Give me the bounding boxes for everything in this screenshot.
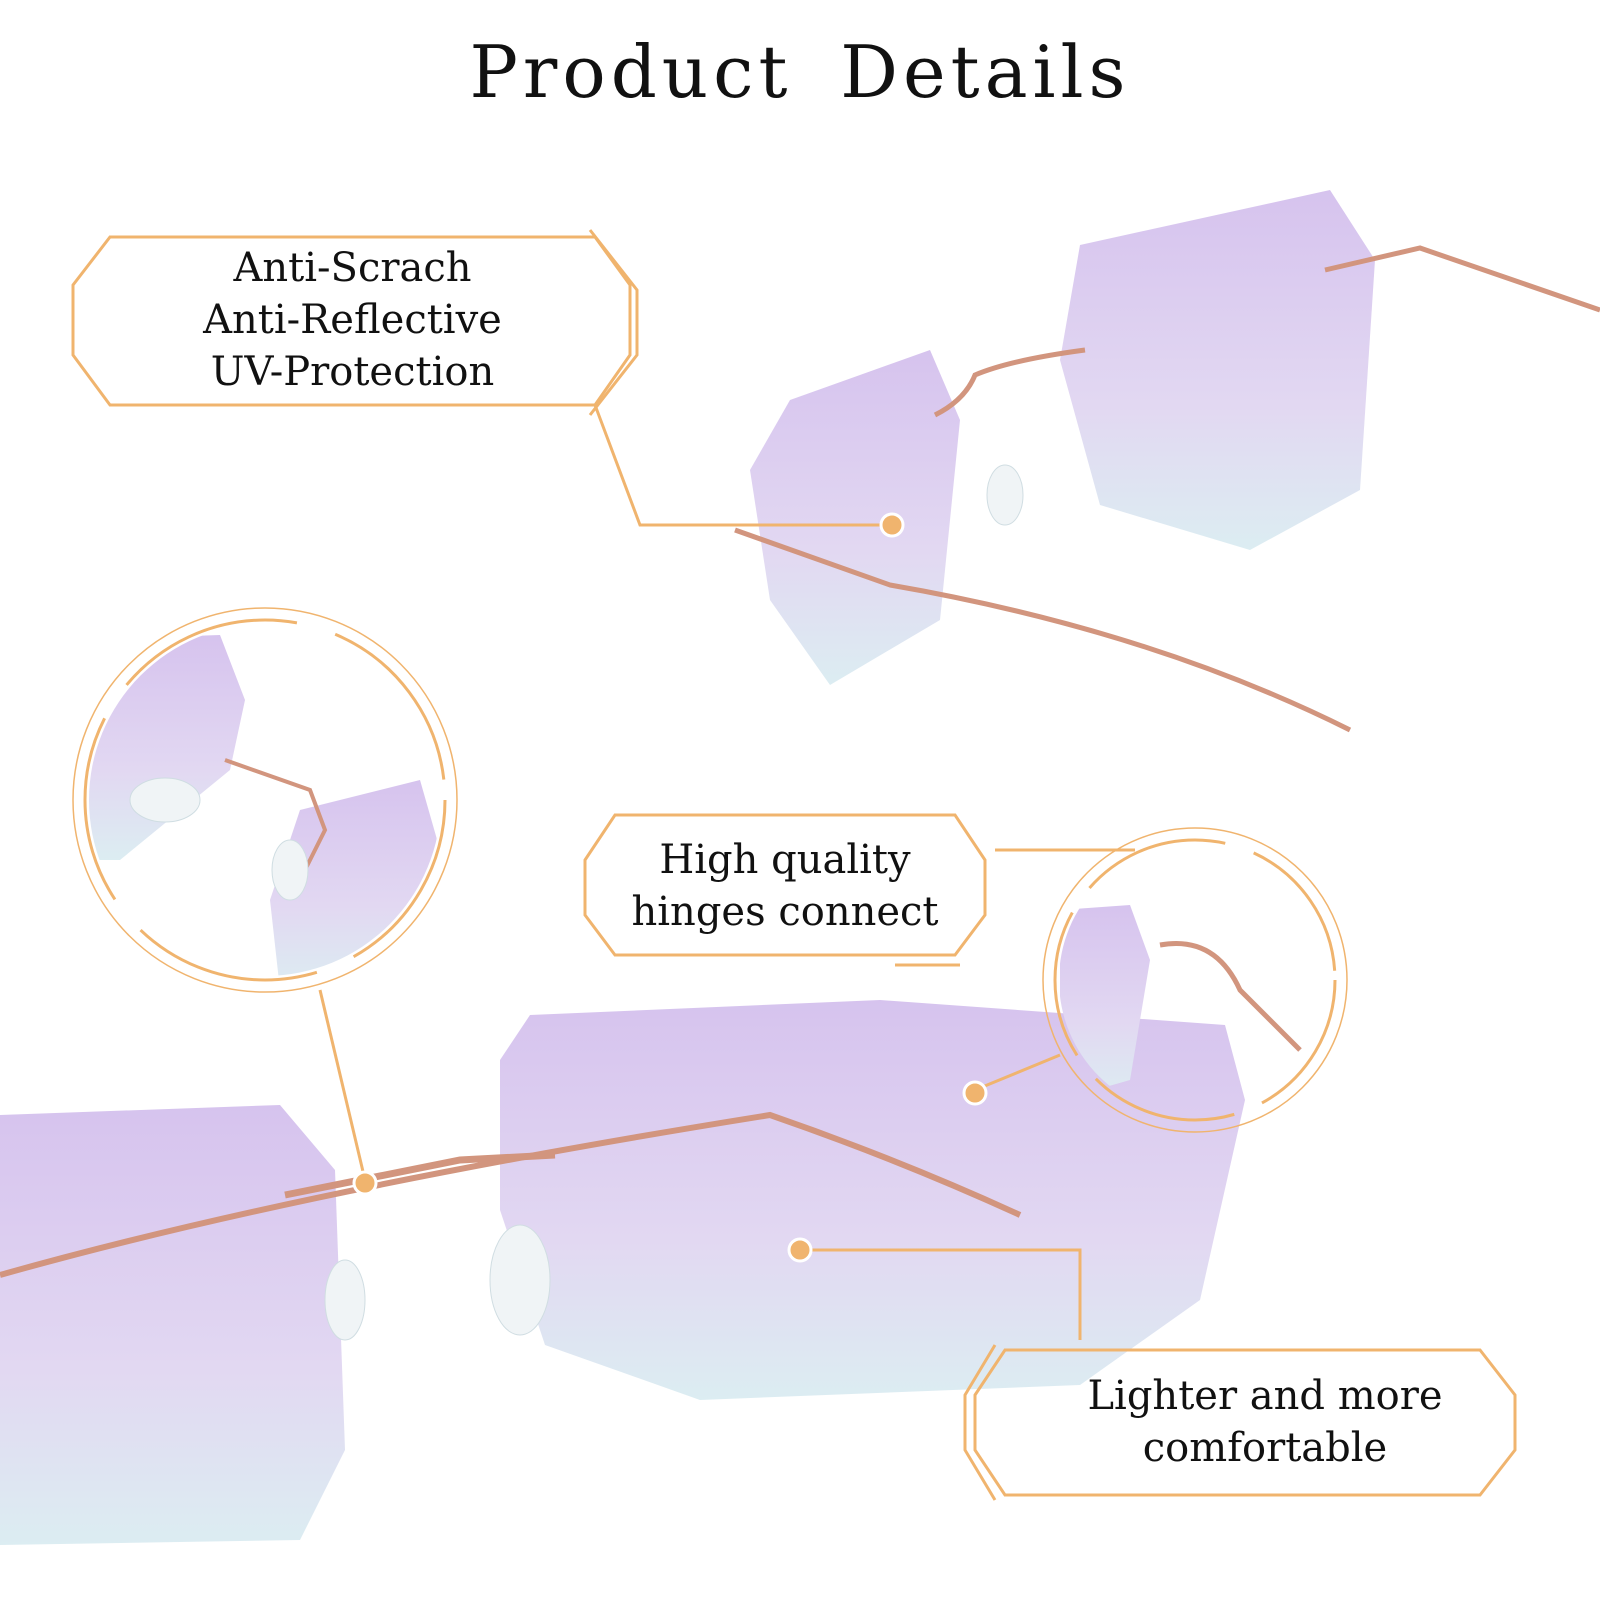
top-glasses <box>734 190 1600 733</box>
lens-left <box>750 350 960 685</box>
temple-right <box>1324 245 1600 313</box>
callout-line: comfortable <box>1142 1425 1388 1471</box>
nose-pad <box>324 1259 366 1341</box>
callout-line: hinges connect <box>631 889 939 935</box>
magnifier-circle-nosepad <box>83 618 447 982</box>
nose-pad <box>489 1224 551 1336</box>
lens-right <box>1060 190 1375 550</box>
bottom-glasses <box>0 1000 1245 1545</box>
callout-line: UV-Protection <box>210 349 495 395</box>
callout-line: Anti-Scrach <box>233 245 472 291</box>
leader-line <box>800 1248 1082 1340</box>
callout-line: Anti-Reflective <box>203 297 502 343</box>
leader-line <box>593 404 880 527</box>
callout-dot <box>787 1237 813 1263</box>
nose-pad <box>986 464 1024 526</box>
leader-line <box>318 989 367 1181</box>
callout-box-hinges <box>583 813 987 957</box>
callout-box-weight <box>973 1348 1517 1497</box>
callout-dot <box>962 1080 988 1106</box>
temple-left <box>734 527 1352 733</box>
page-title: Product Details <box>469 30 1131 114</box>
callout-line: Lighter and more <box>1087 1373 1443 1419</box>
leader-line <box>974 1053 1061 1092</box>
bridge <box>933 347 1086 418</box>
callout-line: High quality <box>659 837 911 883</box>
temple <box>0 1111 1022 1278</box>
callout-coatings: Anti-Scrach Anti-Reflective UV-Protectio… <box>110 242 595 398</box>
magnifier-circle-hinge <box>1053 838 1337 1122</box>
callout-dot <box>352 1170 378 1196</box>
callout-hinges: High quality hinges connect <box>615 834 955 938</box>
lens-left <box>0 1105 345 1545</box>
callout-dot <box>879 512 905 538</box>
lens-right <box>500 1000 1245 1400</box>
callout-weight: Lighter and more comfortable <box>1005 1370 1525 1474</box>
